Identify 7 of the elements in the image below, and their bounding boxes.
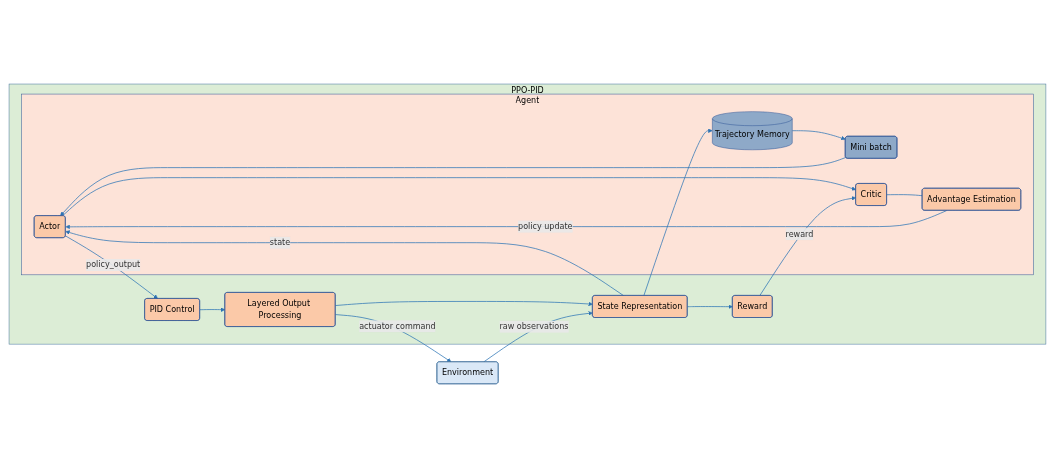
edge-label: policy_output xyxy=(86,260,141,270)
connector xyxy=(886,194,923,197)
edge-label: raw observations xyxy=(499,321,569,332)
edge-label: state xyxy=(269,237,291,248)
edge-label: policy update xyxy=(518,221,573,232)
edge-label: reward xyxy=(785,229,814,239)
edge-label: actuator command xyxy=(359,321,436,331)
